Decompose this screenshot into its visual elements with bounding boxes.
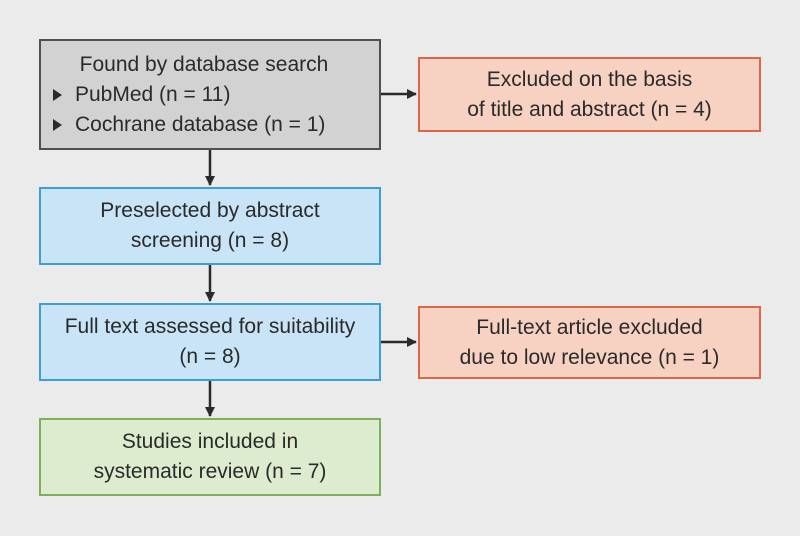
excluded-title-abstract-box: Excluded on the basis of title and abstr… [418,57,761,132]
preselected-line1: Preselected by abstract [100,199,320,222]
excluded-title-abstract-line2: of title and abstract (n = 4) [467,97,712,121]
pubmed-item: PubMed (n = 11) [53,80,230,110]
excluded-fulltext-line2: due to low relevance (n = 1) [459,345,720,369]
excluded-fulltext-line1: Full-text article excluded [476,315,703,339]
included-line2: systematic review (n = 7) [93,460,327,483]
excluded-title-abstract-line1: Excluded on the basis [486,67,693,91]
fulltext-assessed-line1: Full text assessed for suitability [64,315,356,338]
database-search-box: Found by database search PubMed (n = 11)… [39,39,381,150]
included-box: Studies included in systematic review (n… [39,418,381,496]
included-line1: Studies included in [121,430,299,453]
preselected-box: Preselected by abstract screening (n = 8… [39,187,381,265]
pubmed-item-label: PubMed (n = 11) [75,82,231,106]
fulltext-assessed-box: Full text assessed for suitability (n = … [39,303,381,381]
cochrane-item-label: Cochrane database (n = 1) [75,112,326,136]
triangle-bullet-icon [53,88,62,101]
excluded-fulltext-box: Full-text article excluded due to low re… [418,306,761,379]
database-search-title: Found by database search [79,52,329,76]
cochrane-item: Cochrane database (n = 1) [53,110,325,140]
triangle-bullet-icon [53,118,62,131]
preselected-line2: screening (n = 8) [130,229,290,252]
fulltext-assessed-line2: (n = 8) [179,345,241,368]
